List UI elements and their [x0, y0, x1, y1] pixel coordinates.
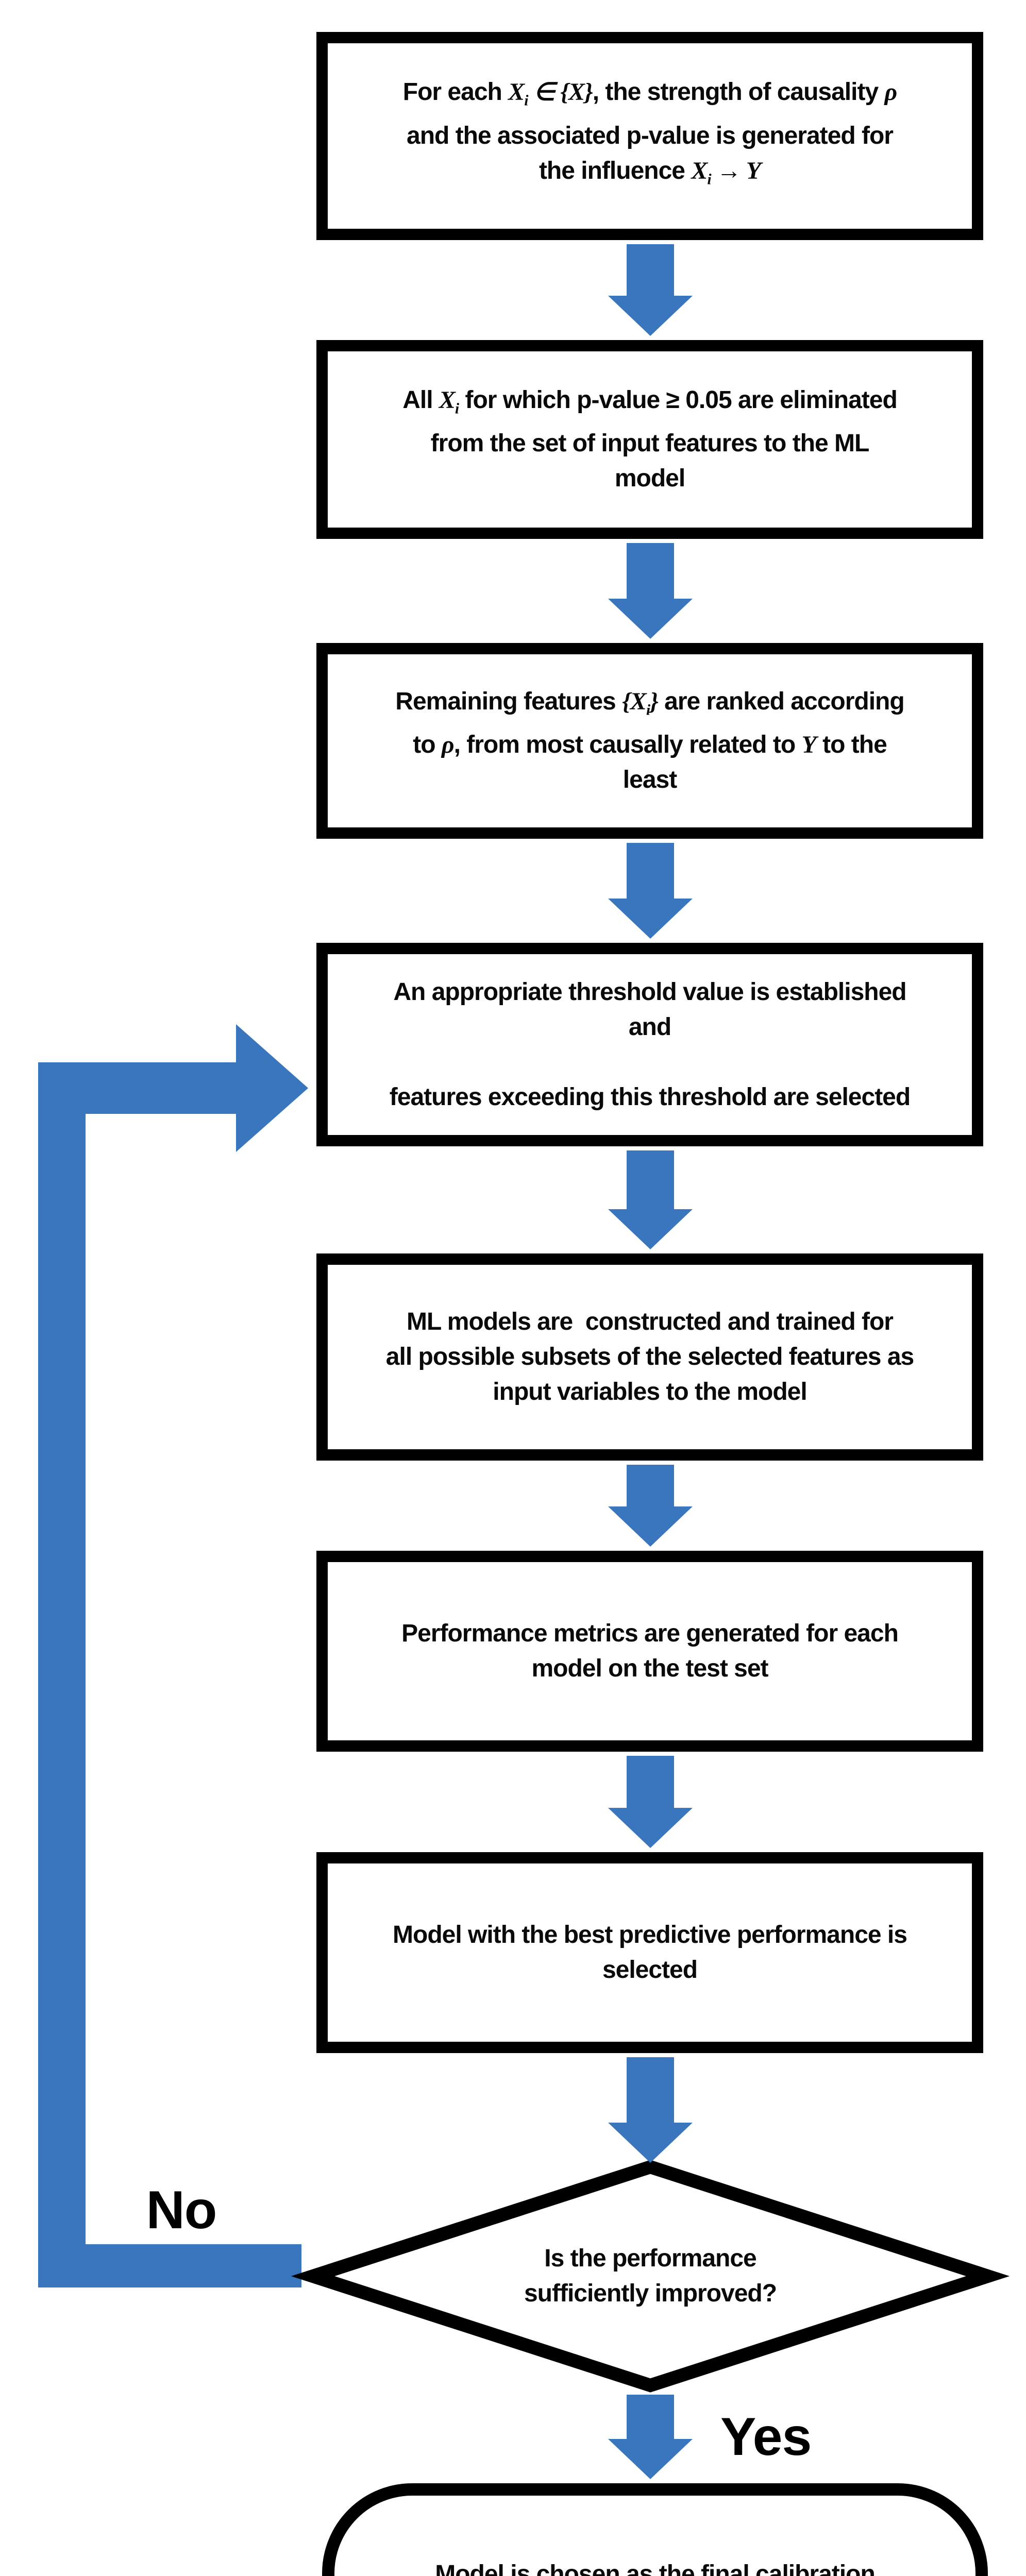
- math-subscript: i: [524, 92, 528, 109]
- text-segment: , from most causally related to: [453, 731, 802, 759]
- flow-text-line: input variables to the model: [493, 1375, 807, 1410]
- text-segment: least: [623, 766, 677, 794]
- decision-diamond-text: Is the performance sufficiently improved?: [364, 2172, 936, 2380]
- flow-text-line: Model with the best predictive performan…: [393, 1918, 907, 1953]
- flow-text-line: the influence Xi → Y: [539, 154, 761, 197]
- text-segment: from the set of input features to the ML: [430, 430, 870, 457]
- box-model-training: ML models are constructed and trained fo…: [316, 1253, 983, 1461]
- text-segment: to: [413, 731, 442, 759]
- text-segment: for which p-value ≥ 0.05 are eliminated: [459, 386, 897, 414]
- text-segment: input variables to the model: [493, 1378, 807, 1405]
- text-segment: to the: [816, 731, 887, 759]
- math-segment: Xi: [691, 157, 711, 188]
- math-segment: ∈ {X}: [528, 78, 593, 106]
- flow-text-line: to ρ, from most causally related to Y to…: [413, 727, 887, 762]
- text-segment: features exceeding this threshold are se…: [389, 1083, 911, 1111]
- math-subscript: i: [707, 171, 711, 188]
- down-arrow: [608, 2395, 693, 2479]
- text-segment: All: [402, 386, 439, 414]
- math-segment: Xi: [439, 386, 459, 417]
- text-segment: the influence: [539, 157, 692, 184]
- down-arrow: [608, 1465, 693, 1547]
- flow-text-line: and: [629, 1010, 671, 1045]
- box-feature-ranking: Remaining features {Xi} are ranked accor…: [316, 643, 983, 839]
- text-segment: selected: [602, 1956, 698, 1984]
- text-segment: For each: [402, 78, 509, 106]
- text-segment: Performance metrics are generated for ea…: [401, 1620, 899, 1647]
- text-segment: and the associated p-value is generated …: [407, 122, 894, 149]
- flow-text-line: An appropriate threshold value is establ…: [393, 975, 906, 1010]
- text-segment: model on the test set: [531, 1655, 768, 1682]
- down-arrow: [608, 1756, 693, 1848]
- flow-text-line: model: [615, 461, 685, 496]
- math-subscript: i: [455, 400, 459, 417]
- math-segment: }: [650, 687, 659, 715]
- box-best-model: Model with the best predictive performan…: [316, 1852, 983, 2053]
- text-segment: ML models are constructed and trained fo…: [407, 1308, 894, 1335]
- text-segment: Model is chosen as the final calibration: [435, 2561, 876, 2576]
- flow-text-line: from the set of input features to the ML: [430, 426, 870, 461]
- flow-text-line: Model is chosen as the final calibration: [435, 2557, 876, 2576]
- flow-text-line: selected: [602, 1953, 698, 1988]
- flow-text-line: least: [623, 762, 677, 798]
- down-arrow: [608, 244, 693, 336]
- text-segment: sufficiently improved?: [524, 2280, 777, 2307]
- text-segment: Model with the best predictive performan…: [393, 1921, 907, 1948]
- flow-text-line: features exceeding this threshold are se…: [389, 1080, 911, 1115]
- math-segment: ρ: [441, 731, 455, 759]
- down-arrow: [608, 843, 693, 939]
- box-threshold-selection: An appropriate threshold value is establ…: [316, 943, 983, 1146]
- math-segment: → Y: [711, 157, 761, 184]
- flow-text-line: ML models are constructed and trained fo…: [407, 1304, 894, 1340]
- flow-text-line: Remaining features {Xi} are ranked accor…: [395, 684, 904, 728]
- flow-text-line: All Xi for which p-value ≥ 0.05 are elim…: [402, 383, 898, 427]
- box-performance-metrics: Performance metrics are generated for ea…: [316, 1551, 983, 1752]
- flow-text-line: For each Xi ∈ {X}, the strength of causa…: [403, 75, 897, 118]
- text-segment: are ranked according: [658, 687, 905, 715]
- box-causality-strength: For each Xi ∈ {X}, the strength of causa…: [316, 32, 983, 240]
- flow-text-line: Performance metrics are generated for ea…: [401, 1616, 899, 1651]
- flow-text-line: model on the test set: [531, 1651, 768, 1686]
- down-arrow: [608, 1150, 693, 1249]
- math-subscript: i: [646, 701, 650, 719]
- text-segment: all possible subsets of the selected fea…: [385, 1343, 914, 1370]
- no-label: No: [146, 2180, 217, 2240]
- text-segment: [647, 1048, 653, 1076]
- text-segment: An appropriate threshold value is establ…: [393, 978, 906, 1006]
- text-segment: model: [614, 465, 685, 493]
- box-pvalue-elimination: All Xi for which p-value ≥ 0.05 are elim…: [316, 340, 983, 539]
- math-segment: {Xi: [622, 687, 650, 719]
- box-final-model: Model is chosen as the final calibration…: [322, 2483, 988, 2576]
- flow-text-line: [647, 1045, 653, 1080]
- text-segment: , the strength of causality: [592, 78, 885, 106]
- down-arrow: [608, 2057, 693, 2163]
- math-segment: Xi: [508, 78, 528, 109]
- text-segment: and: [628, 1013, 671, 1041]
- yes-label: Yes: [720, 2407, 812, 2467]
- down-arrow: [608, 543, 693, 639]
- flow-text-line: sufficiently improved?: [524, 2276, 777, 2311]
- text-segment: Is the performance: [544, 2245, 756, 2272]
- no-feedback-arrow: [38, 1024, 308, 2287]
- flow-text-line: Is the performance: [544, 2241, 756, 2276]
- flow-text-line: all possible subsets of the selected fea…: [386, 1340, 914, 1375]
- text-segment: Remaining features: [395, 687, 623, 715]
- math-segment: ρ: [884, 78, 897, 106]
- math-segment: Y: [801, 731, 816, 759]
- flow-text-line: and the associated p-value is generated …: [407, 118, 894, 154]
